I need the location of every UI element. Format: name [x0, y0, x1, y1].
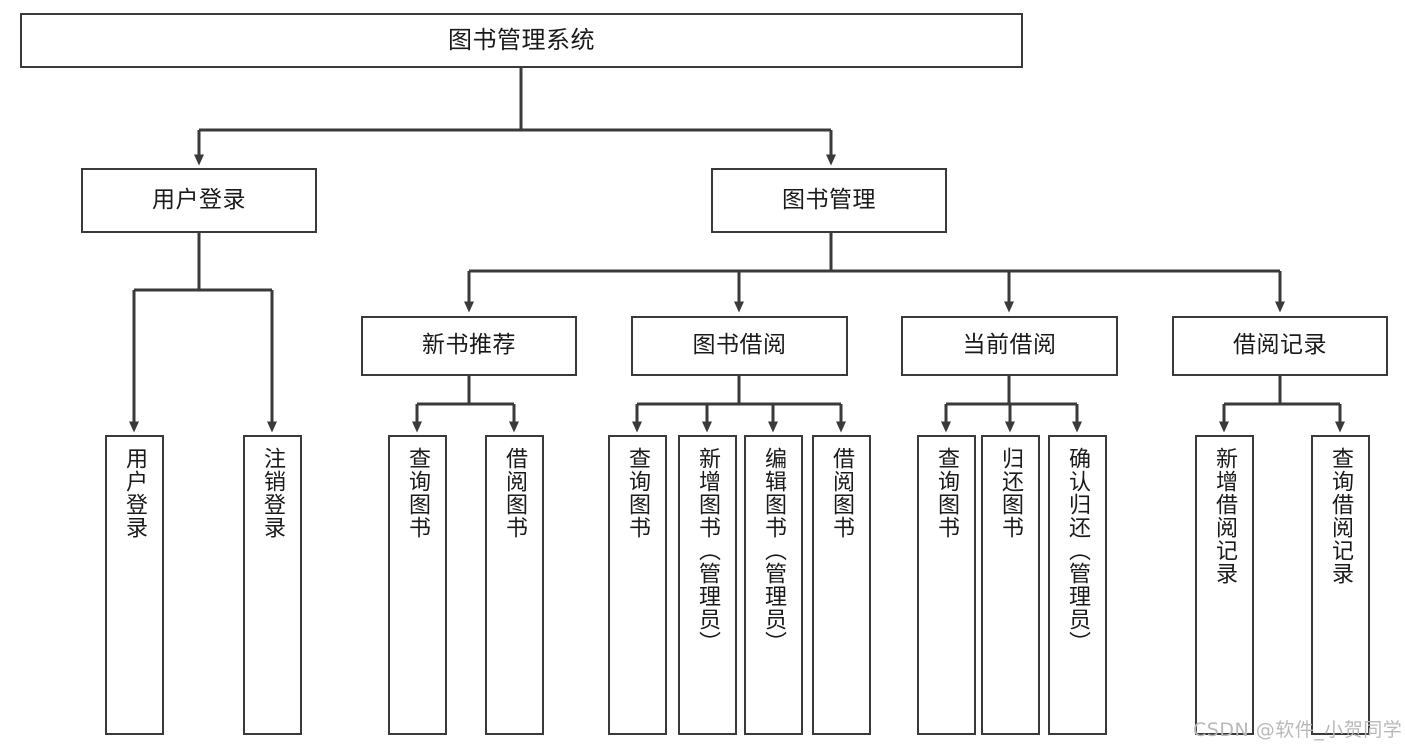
- leaf-add-borrow-record[interactable]: 新增借阅记录: [1195, 435, 1254, 735]
- leaf-query-book-current[interactable]: 查询图书: [917, 435, 976, 735]
- node-book-borrow[interactable]: 图书借阅: [631, 316, 848, 376]
- node-label: 新增借阅记录: [1212, 447, 1238, 585]
- leaf-query-book-borrow[interactable]: 查询图书: [608, 435, 667, 735]
- node-label: 新书推荐: [422, 332, 516, 359]
- node-label: 当前借阅: [962, 332, 1057, 359]
- node-label: 编辑图书（管理员）: [761, 447, 787, 654]
- node-root[interactable]: 图书管理系统: [20, 13, 1023, 68]
- node-label: 用户登录: [152, 186, 246, 213]
- leaf-borrow-book[interactable]: 借阅图书: [812, 435, 871, 735]
- leaf-query-book-recommend[interactable]: 查询图书: [388, 435, 447, 735]
- node-label: 新增图书（管理员）: [695, 447, 721, 654]
- node-user-login[interactable]: 用户登录: [81, 168, 317, 233]
- leaf-query-borrow-record[interactable]: 查询借阅记录: [1311, 435, 1370, 735]
- node-new-book-recommend[interactable]: 新书推荐: [361, 316, 577, 376]
- leaf-confirm-return-admin[interactable]: 确认归还（管理员）: [1048, 435, 1107, 735]
- leaf-add-book-admin[interactable]: 新增图书（管理员）: [678, 435, 737, 735]
- node-label: 图书管理: [782, 186, 876, 213]
- leaf-user-login[interactable]: 用户登录: [105, 435, 164, 735]
- node-label: 归还图书: [998, 447, 1024, 539]
- node-label: 注销登录: [260, 447, 286, 539]
- watermark: CSDN @软件_小贺同学: [1193, 719, 1403, 741]
- node-label: 用户登录: [122, 447, 148, 539]
- node-label: 查询图书: [625, 447, 651, 539]
- node-label: 借阅图书: [829, 447, 855, 539]
- node-label: 图书借阅: [692, 332, 787, 359]
- node-label: 借阅图书: [502, 447, 528, 539]
- node-label: 查询图书: [405, 447, 431, 539]
- node-book-management[interactable]: 图书管理: [711, 168, 947, 233]
- node-label: 查询图书: [934, 447, 960, 539]
- node-label: 确认归还（管理员）: [1065, 447, 1091, 654]
- node-label: 借阅记录: [1233, 332, 1327, 359]
- leaf-return-book[interactable]: 归还图书: [981, 435, 1040, 735]
- leaf-borrow-book-recommend[interactable]: 借阅图书: [485, 435, 544, 735]
- node-borrow-records[interactable]: 借阅记录: [1172, 316, 1388, 376]
- node-label: 查询借阅记录: [1328, 447, 1354, 585]
- leaf-edit-book-admin[interactable]: 编辑图书（管理员）: [744, 435, 803, 735]
- node-current-borrow[interactable]: 当前借阅: [901, 316, 1118, 376]
- leaf-logout[interactable]: 注销登录: [243, 435, 302, 735]
- node-label: 图书管理系统: [448, 26, 595, 55]
